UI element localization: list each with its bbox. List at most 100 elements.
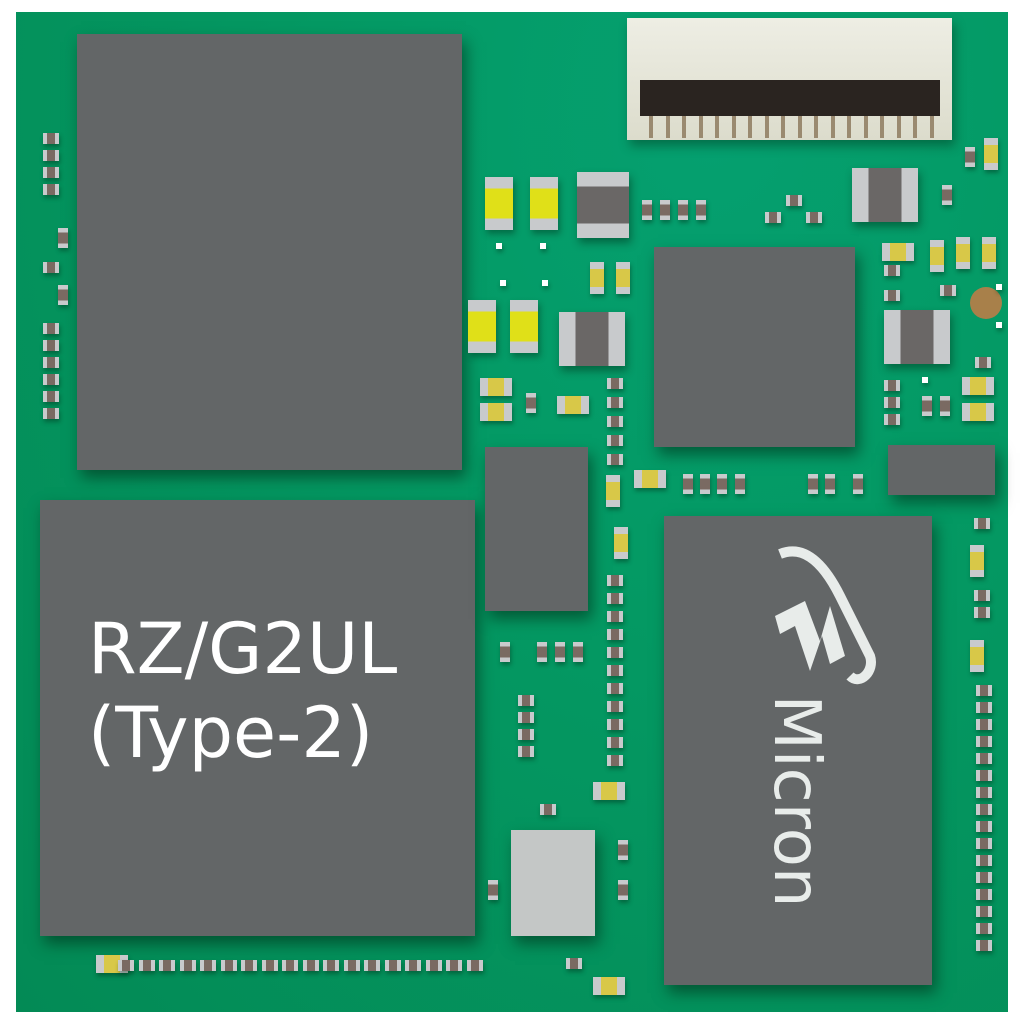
soc-chip: RZ/G2UL (Type-2) [40,500,475,936]
resistor [573,642,583,662]
resistor [540,804,556,815]
connector-pin [682,116,686,138]
capacitor [557,396,589,414]
capacitor [485,177,513,230]
micron-logo-icon [775,546,876,685]
resistor [537,642,547,662]
connector-slot [640,80,940,116]
via [542,280,548,286]
resistor [607,378,623,389]
connector-pin [863,116,868,138]
capacitor [882,243,914,261]
connector-pin [814,116,818,138]
resistor [808,474,818,494]
resistor [975,357,991,368]
capacitor [984,138,998,170]
connector-pin [665,116,670,138]
resistor [58,228,68,248]
resistor [678,200,688,220]
inductor [559,312,625,366]
resistor [159,960,175,971]
resistor [717,474,727,494]
resistor [660,200,670,220]
via [996,322,1002,328]
resistor [500,642,510,662]
resistor [43,357,59,368]
resistor [976,770,992,781]
via [496,243,502,249]
connector-pin [929,116,934,138]
capacitor [510,300,538,353]
resistor [518,729,534,740]
resistor [607,593,623,604]
resistor [940,285,956,296]
resistor [607,397,623,408]
connector-pin [649,116,653,138]
resistor [261,960,278,971]
resistor [884,265,900,276]
resistor [384,960,401,971]
resistor [518,712,534,723]
capacitor [930,240,944,272]
resistor [220,960,237,971]
resistor [922,396,932,416]
resistor [607,737,623,748]
resistor [179,960,196,971]
resistor [976,821,992,832]
resistor [884,290,900,301]
capacitor [970,545,984,577]
resistor [607,683,623,694]
connector-pin [830,116,835,138]
via [922,377,928,383]
resistor [607,719,623,730]
connector-pin [880,116,884,138]
resistor [138,960,155,971]
connector-pin [797,116,802,138]
connector-pin [731,116,736,138]
capacitor [590,262,604,294]
via [540,243,546,249]
resistor [696,200,706,220]
resistor [976,940,992,951]
resistor [884,397,900,408]
capacitor [480,403,512,421]
capacitor [468,300,496,353]
resistor [118,960,134,971]
micron-logo-text: Micron [759,694,833,908]
resistor [976,906,992,917]
soc-label-line1: RZ/G2UL [88,608,398,690]
resistor [976,787,992,798]
resistor [425,960,442,971]
chip-pmic [654,247,855,447]
resistor [200,960,216,971]
resistor [974,607,990,618]
connector-pin [764,116,769,138]
capacitor [593,977,625,995]
resistor [607,701,623,712]
resistor [607,575,623,586]
resistor [323,960,339,971]
connector-pin [715,116,719,138]
inductor [852,168,918,222]
resistor [786,195,802,206]
resistor [607,647,623,658]
resistor [806,212,822,223]
resistor [765,212,781,223]
resistor [976,804,992,815]
resistor [43,408,59,419]
resistor [942,185,952,205]
resistor [976,838,992,849]
resistor [43,150,59,161]
capacitor [962,377,994,395]
resistor [58,285,68,305]
resistor [700,474,710,494]
resistor [607,435,623,446]
capacitor [956,237,970,269]
resistor [618,880,628,900]
resistor [43,374,59,385]
resistor [43,340,59,351]
capacitor [593,782,625,800]
resistor [976,923,992,934]
connector-pin [781,116,785,138]
capacitor [634,470,666,488]
